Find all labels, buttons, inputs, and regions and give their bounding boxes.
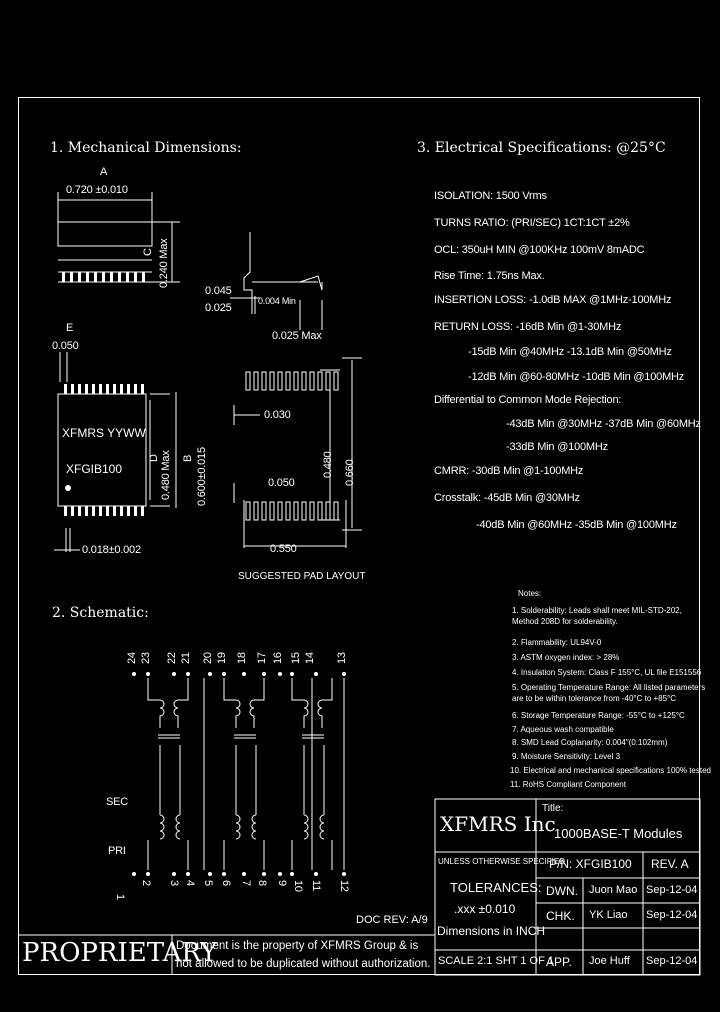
- note-10: 10. Electrical and mechanical specificat…: [510, 766, 711, 775]
- note-1: 1. Solderability: Leads shall meet MIL-S…: [512, 606, 682, 615]
- company-name: XFMRS Inc: [440, 812, 556, 836]
- dwn-label: DWN.: [546, 884, 578, 898]
- tolerance-value: .xxx ±0.010: [454, 902, 516, 916]
- pad-layout-caption: SUGGESTED PAD LAYOUT: [238, 571, 366, 582]
- spec-rise-time: Rise Time: 1.75ns Max.: [434, 270, 545, 282]
- spec-crosstalk: Crosstalk: -45dB Min @30MHz: [434, 492, 580, 504]
- scale-sheet: SCALE 2:1 SHT 1 OF 1: [438, 955, 554, 967]
- chk-name: YK Liao: [589, 909, 628, 921]
- chk-label: CHK.: [546, 909, 575, 923]
- notes-title: Notes:: [518, 589, 542, 598]
- dim-a-value: 0.720 ±0.010: [66, 184, 128, 196]
- spec-insertion-loss: INSERTION LOSS: -1.0dB MAX @1MHz-100MHz: [434, 294, 672, 306]
- note-9: 9. Moisture Sensitivity: Level 3: [512, 752, 621, 761]
- title-value: 1000BASE-T Modules: [554, 826, 683, 841]
- pad-550: 0.550: [270, 543, 297, 555]
- pad-050: 0.050: [268, 477, 295, 489]
- dwn-date: Sep-12-04: [646, 884, 698, 896]
- spec-turns-ratio: TURNS RATIO: (PRI/SEC) 1CT:1CT ±2%: [434, 217, 630, 229]
- spec-ocl: OCL: 350uH MIN @100KHz 100mV 8mADC: [434, 244, 645, 256]
- note-1b: Method 208D for solderability.: [512, 617, 618, 626]
- doc-rev: DOC REV: A/9: [356, 914, 428, 926]
- dim-a-letter: A: [100, 166, 108, 178]
- chk-date: Sep-12-04: [646, 909, 698, 921]
- lead-004: 0.004 Min: [258, 296, 296, 306]
- dim-e-value: 0.050: [52, 340, 79, 352]
- lead-025-max: 0.025 Max: [272, 330, 322, 342]
- note-5: 5. Operating Temperature Range: All list…: [512, 683, 706, 692]
- app-date: Sep-12-04: [646, 955, 698, 967]
- spec-return-loss-2: -15dB Min @40MHz -13.1dB Min @50MHz: [468, 346, 672, 358]
- spec-dcmr-3: -33dB Min @100MHz: [506, 441, 608, 453]
- pad-030: 0.030: [264, 409, 291, 421]
- lead-025: 0.025: [205, 302, 232, 314]
- app-label: APP.: [546, 955, 572, 969]
- note-2: 2. Flammability: UL94V-0: [512, 638, 602, 647]
- mechanical-heading: 1. Mechanical Dimensions:: [50, 140, 242, 156]
- marking-top: XFMRS YYWW: [62, 426, 146, 440]
- electrical-heading: 3. Electrical Specifications: @25°C: [417, 140, 666, 156]
- dwn-name: Juon Mao: [589, 884, 638, 896]
- revision: REV. A: [651, 857, 689, 871]
- note-8: 8. SMD Lead Coplanarity: 0.004"(0.102mm): [512, 738, 668, 747]
- schematic-heading: 2. Schematic:: [52, 605, 149, 621]
- note-5b: are to be within tolerance from -40°C to…: [512, 694, 677, 703]
- marking-part: XFGIB100: [66, 462, 123, 476]
- note-11: 11. RoHS Compliant Component: [510, 780, 626, 789]
- unless-specified: UNLESS OTHERWISE SPECIFIED: [438, 857, 565, 866]
- spec-return-loss: RETURN LOSS: -16dB Min @1-30MHz: [434, 321, 622, 333]
- spec-return-loss-3: -12dB Min @60-80MHz -10dB Min @100MHz: [468, 371, 685, 383]
- tolerances-label: TOLERANCES:: [450, 880, 542, 895]
- dimensions-unit: Dimensions in INCH: [437, 924, 546, 938]
- title-label: Title:: [542, 803, 564, 814]
- spec-dcmr-2: -43dB Min @30MHz -37dB Min @60MHz: [506, 418, 701, 430]
- proprietary-line-2: not allowed to be duplicated without aut…: [176, 958, 431, 970]
- pri-label: PRI: [108, 845, 126, 857]
- spec-isolation: ISOLATION: 1500 Vrms: [434, 190, 547, 202]
- part-number: P/N: XFGIB100: [549, 857, 632, 871]
- sec-label: SEC: [106, 796, 129, 808]
- note-3: 3. ASTM oxygen index: > 28%: [512, 653, 620, 662]
- note-6: 6. Storage Temperature Range: -55°C to +…: [512, 711, 685, 720]
- proprietary-line-1: Document is the property of XFMRS Group …: [176, 940, 419, 952]
- dim-e-letter: E: [66, 322, 74, 334]
- spec-cmrr: CMRR: -30dB Min @1-100MHz: [434, 465, 584, 477]
- drawing-sheet: [18, 97, 700, 975]
- dim-018: 0.018±0.002: [82, 544, 141, 556]
- note-7: 7. Aqueous wash compatible: [512, 725, 614, 734]
- proprietary-label: PROPRIETARY: [22, 938, 218, 968]
- app-name: Joe Huff: [589, 955, 630, 967]
- note-4: 4. Insulation System: Class F 155°C, UL …: [512, 668, 702, 677]
- spec-dcmr: Differential to Common Mode Rejection:: [434, 394, 622, 406]
- lead-045: 0.045: [205, 285, 232, 297]
- spec-crosstalk-2: -40dB Min @60MHz -35dB Min @100MHz: [476, 519, 677, 531]
